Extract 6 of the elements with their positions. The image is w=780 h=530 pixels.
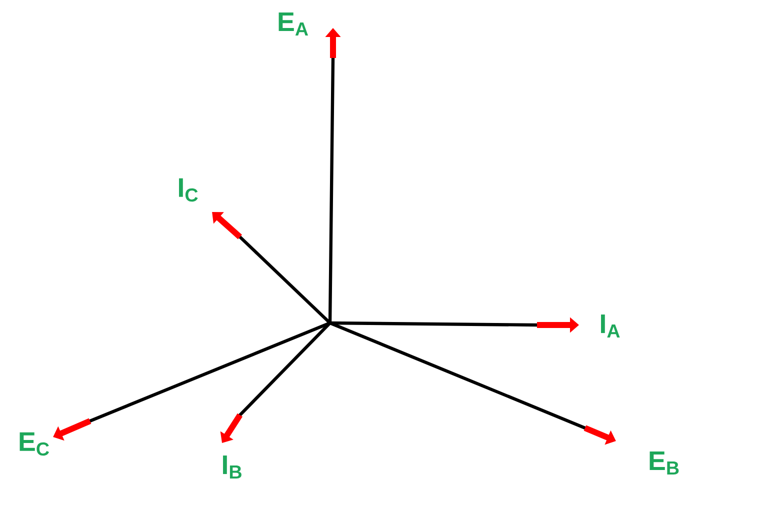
phasor-label: E$_{B}$	[650, 452, 679, 474]
phasor-label: E$_{C}$	[20, 432, 49, 456]
phasor-label: E$_{A}$	[278, 12, 308, 36]
phasor-label: I$_{A}$	[601, 314, 620, 338]
phasor-label: I$_{B}$	[223, 456, 242, 478]
phasor-label: I$_{C}$	[179, 178, 198, 202]
